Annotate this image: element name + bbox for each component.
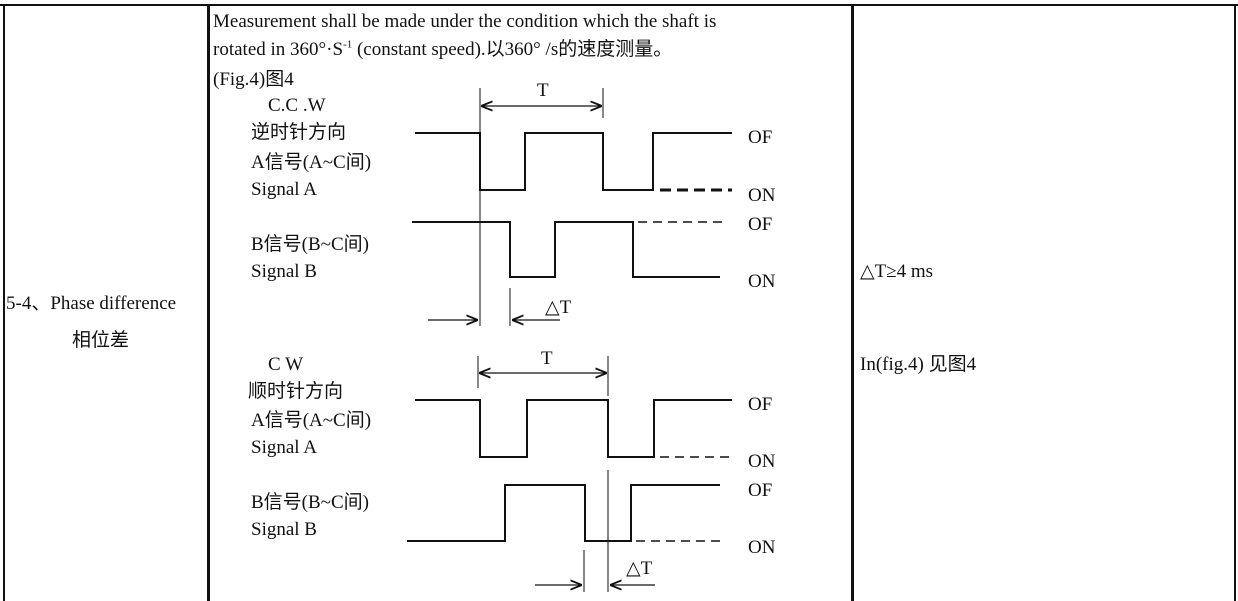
ccw-signal-a-waveform: [415, 132, 732, 191]
ccw-b-on-label: ON: [748, 271, 776, 292]
cw-delta-label: △T: [626, 558, 653, 579]
cw-a-on-label: ON: [748, 451, 776, 472]
row-label-cn: 相位差: [72, 330, 130, 351]
cw-direction-en: C W: [268, 354, 304, 375]
ccw-a-off-label: OF: [748, 127, 772, 148]
ccw-b-off-label: OF: [748, 214, 772, 235]
right-border: [1234, 4, 1236, 601]
ccw-period-label: T: [537, 80, 549, 101]
cw-signal-a-en: Signal A: [251, 437, 317, 458]
cw-signal-b-cn: B信号(B~C间): [251, 492, 369, 513]
cw-b-on-label: ON: [748, 537, 776, 558]
spec-value: △T≥4 ms: [860, 261, 934, 282]
cw-signal-a-waveform: [415, 399, 732, 458]
ccw-delta-label: △T: [545, 297, 572, 318]
spec-reference: In(fig.4) 见图4: [860, 354, 977, 375]
ccw-a-on-label: ON: [748, 185, 776, 206]
cw-signal-b-en: Signal B: [251, 519, 317, 540]
measurement-description: Measurement shall be made under the cond…: [213, 8, 843, 64]
column-divider-1: [207, 4, 210, 601]
ccw-signal-b-waveform: [412, 221, 720, 278]
cw-period-label: T: [541, 348, 553, 369]
figure-reference: (Fig.4)图4: [213, 69, 294, 90]
top-border: [0, 4, 1238, 6]
ccw-signal-a-en: Signal A: [251, 179, 317, 200]
description-line-1: Measurement shall be made under the cond…: [213, 11, 717, 32]
ccw-signal-a-cn: A信号(A~C间): [251, 152, 372, 173]
cw-signal-b-waveform: [407, 484, 720, 542]
left-border: [3, 4, 5, 601]
cw-a-off-label: OF: [748, 394, 772, 415]
ccw-signal-b-en: Signal B: [251, 261, 317, 282]
ccw-direction-cn: 逆时针方向: [251, 122, 347, 143]
ccw-signal-b-cn: B信号(B~C间): [251, 234, 369, 255]
cw-b-off-label: OF: [748, 480, 772, 501]
ccw-direction-en: C.C .W: [268, 95, 326, 116]
column-divider-2: [851, 4, 854, 601]
cw-signal-a-cn: A信号(A~C间): [251, 410, 372, 431]
row-label-en: 5-4、Phase difference: [6, 293, 177, 314]
cw-direction-cn: 顺时针方向: [248, 381, 344, 402]
description-line-2: rotated in 360°·S-1 (constant speed).以36…: [213, 38, 673, 60]
